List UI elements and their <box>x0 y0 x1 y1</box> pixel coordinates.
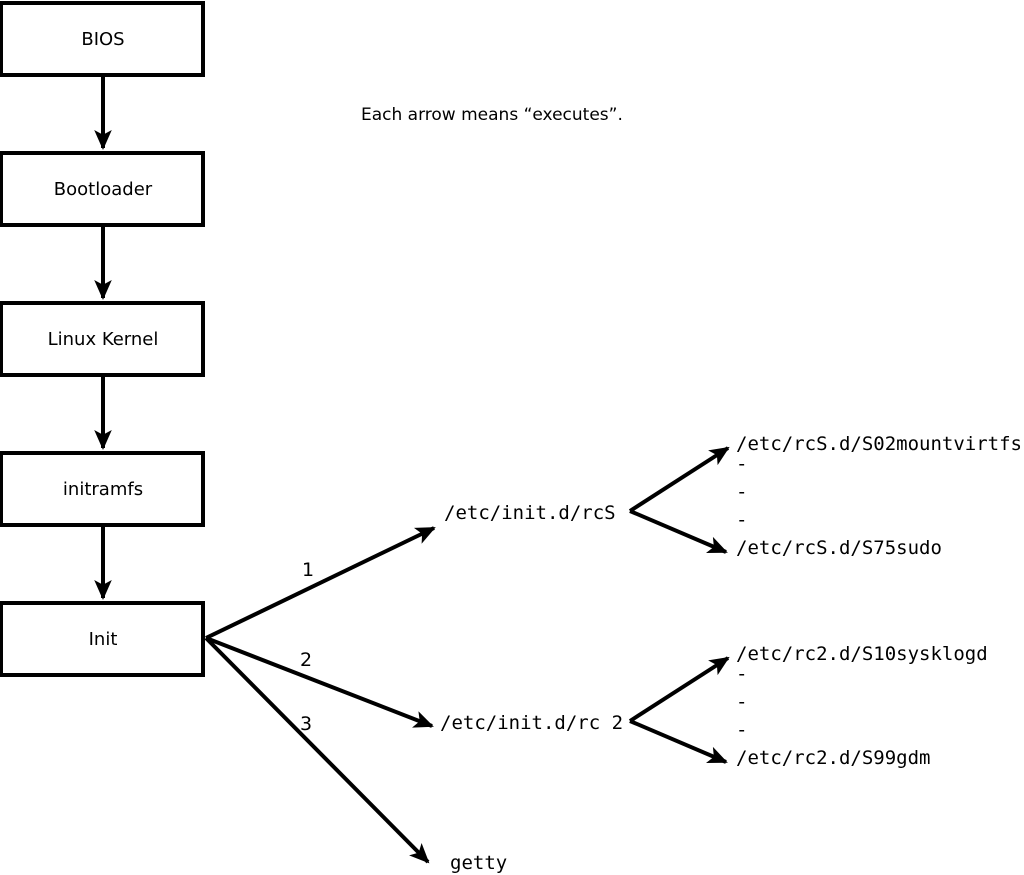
rc2-ellipsis-dash-1: - <box>736 663 747 685</box>
label-getty: getty <box>450 852 507 874</box>
diagram-caption: Each arrow means “executes”. <box>361 105 623 125</box>
edge-label-1: 1 <box>302 559 314 581</box>
arrow-rcs-to-first-script <box>628 446 730 513</box>
box-initramfs-label: initramfs <box>63 479 143 500</box>
rcs-ellipsis-dash-3: - <box>736 509 747 531</box>
arrow-init-to-rcs <box>205 526 436 640</box>
box-initramfs-rect <box>0 451 205 527</box>
edge-label-2: 2 <box>300 649 312 671</box>
arrow-rcs-to-last-script <box>629 509 728 554</box>
label-rcs-last-script: /etc/rcS.d/S75sudo <box>736 537 942 559</box>
label-etc-initd-rc2: /etc/init.d/rc 2 <box>440 712 623 734</box>
rcs-ellipsis-dash-1: - <box>736 453 747 475</box>
label-etc-initd-rcs: /etc/init.d/rcS <box>444 502 616 524</box>
box-bootloader: Bootloader <box>0 151 205 227</box>
arrow-init-to-rc2 <box>205 636 434 728</box>
rcs-ellipsis-dash-2: - <box>736 481 747 503</box>
box-bios: BIOS <box>0 1 205 77</box>
arrow-rc2-to-last-script <box>629 719 728 764</box>
box-init: Init <box>0 601 205 677</box>
arrow-init-to-getty <box>204 636 430 864</box>
box-bios-rect <box>0 1 205 77</box>
box-linux-kernel: Linux Kernel <box>0 301 205 377</box>
rc2-ellipsis-dash-3: - <box>736 719 747 741</box>
edge-label-3: 3 <box>300 713 312 735</box>
box-linux-kernel-label: Linux Kernel <box>48 329 159 350</box>
box-init-rect <box>0 601 205 677</box>
label-rc2-first-script: /etc/rc2.d/S10sysklogd <box>736 643 988 665</box>
label-rcs-first-script: /etc/rcS.d/S02mountvirtfs <box>736 433 1022 455</box>
box-initramfs: initramfs <box>0 451 205 527</box>
box-bios-label: BIOS <box>81 29 124 50</box>
box-init-label: Init <box>89 629 118 650</box>
box-bootloader-label: Bootloader <box>54 179 153 200</box>
rc2-ellipsis-dash-2: - <box>736 691 747 713</box>
label-rc2-last-script: /etc/rc2.d/S99gdm <box>736 747 930 769</box>
arrow-rc2-to-first-script <box>628 656 730 723</box>
